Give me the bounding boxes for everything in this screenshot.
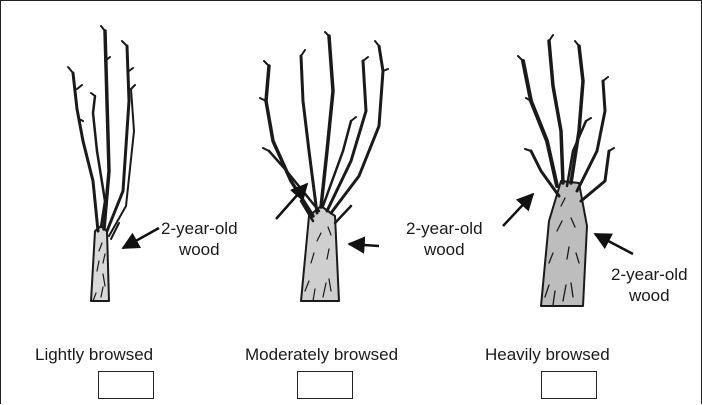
shrub-heavily-browsed — [518, 35, 614, 306]
answer-box-moderately-browsed[interactable] — [297, 371, 353, 399]
caption-lightly-browsed: Lightly browsed — [35, 344, 153, 365]
answer-box-lightly-browsed[interactable] — [98, 371, 154, 399]
caption-heavily-browsed: Heavily browsed — [485, 344, 610, 365]
caption-moderately-browsed: Moderately browsed — [245, 344, 398, 365]
label-2-year-old-wood-heavy-2: 2-year-old wood — [611, 264, 688, 306]
label-2-year-old-wood-light: 2-year-old wood — [161, 218, 238, 260]
answer-box-heavily-browsed[interactable] — [541, 371, 597, 399]
shrub-lightly-browsed — [68, 26, 135, 301]
label-2-year-old-wood-heavy-1: 2-year-old wood — [406, 218, 483, 260]
shrub-moderately-browsed — [260, 32, 388, 301]
